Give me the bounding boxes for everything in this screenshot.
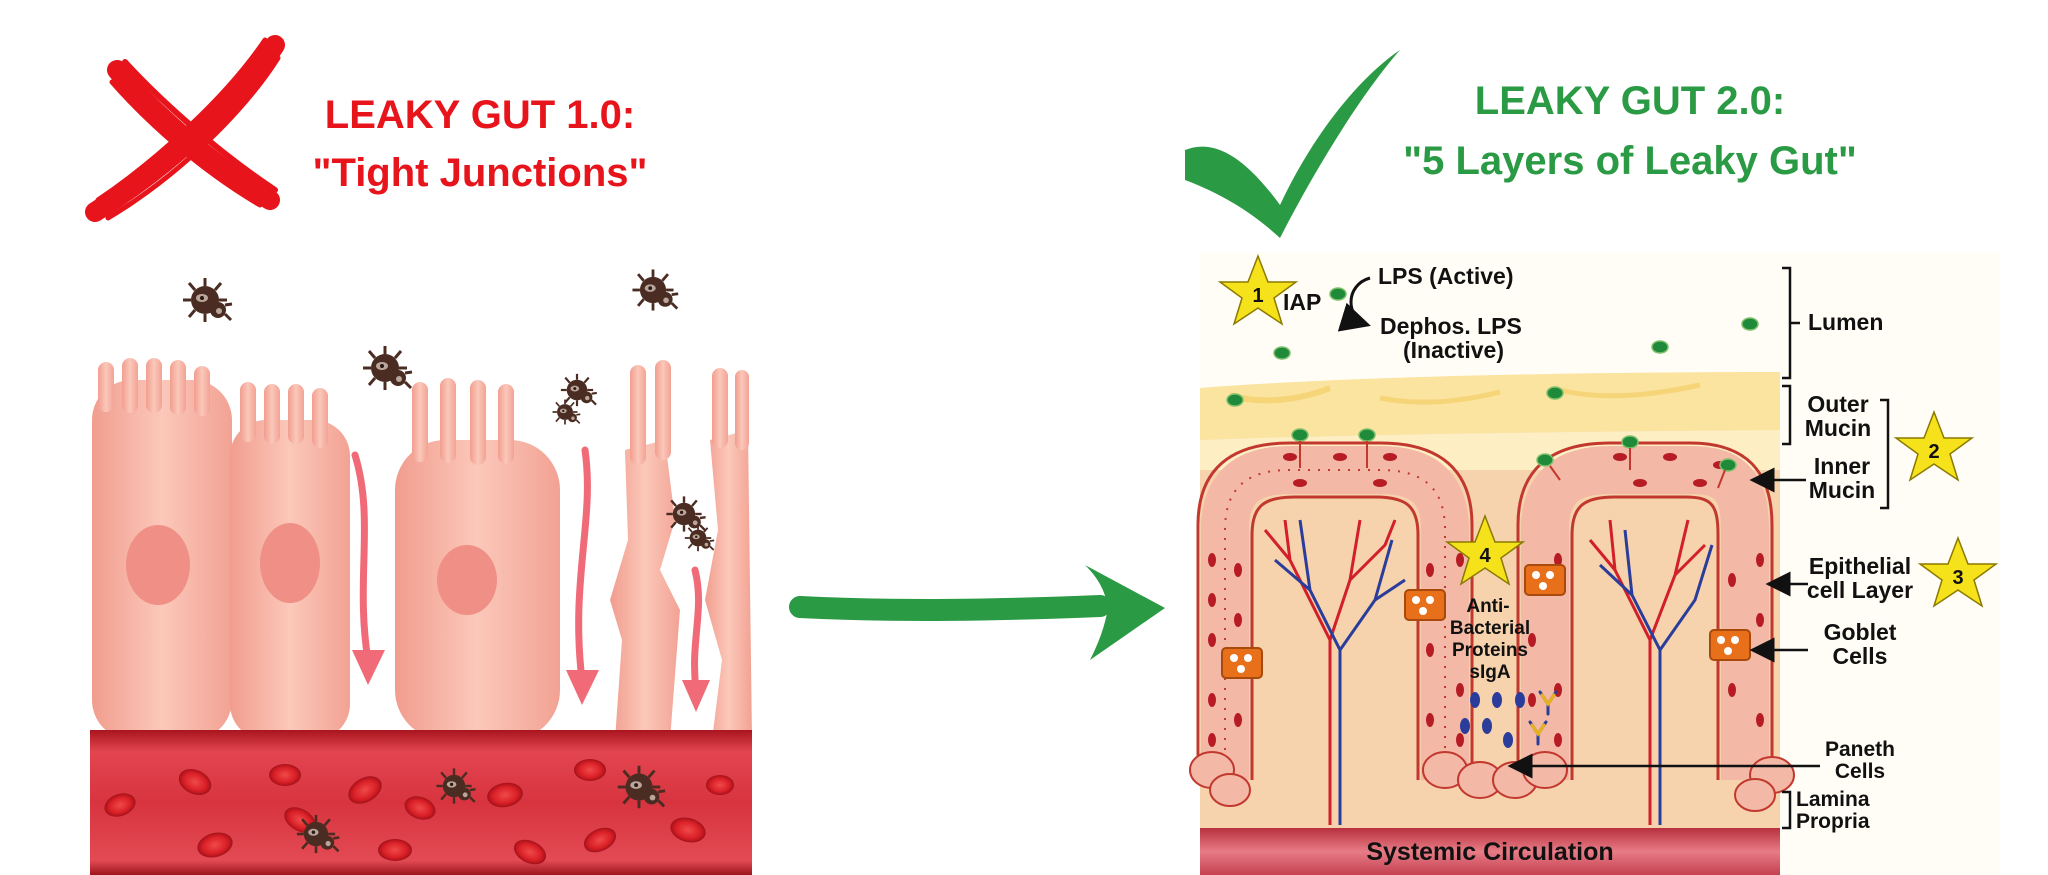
antibac-label-3: Proteins bbox=[1452, 640, 1528, 661]
epithelial-label-1: Epithelial bbox=[1809, 553, 1911, 579]
goblet-label-1: Goblet bbox=[1824, 619, 1897, 645]
antibac-label-2: Bacterial bbox=[1450, 618, 1530, 639]
red-x-icon bbox=[85, 35, 285, 222]
iap-label: IAP bbox=[1283, 289, 1321, 315]
siga-antibodies bbox=[1460, 690, 1558, 748]
dephos-inactive-label: (Inactive) bbox=[1403, 337, 1504, 363]
lamina-label-1: Lamina bbox=[1796, 788, 1870, 811]
goblet-cells bbox=[1221, 564, 1751, 679]
lps-molecules bbox=[1226, 287, 1759, 489]
star-1-icon bbox=[1217, 253, 1299, 326]
star-2-number: 2 bbox=[1928, 441, 1939, 463]
leak-arrows-left bbox=[351, 446, 703, 694]
layer-brackets bbox=[1782, 266, 1890, 830]
lamina-label-2: Propria bbox=[1796, 810, 1870, 833]
paneth-label-2: Cells bbox=[1835, 760, 1885, 783]
outer-mucin-layer bbox=[1200, 372, 1780, 440]
paneth-label-1: Paneth bbox=[1825, 738, 1895, 761]
inner-mucin-label-1: Inner bbox=[1814, 453, 1870, 479]
antibac-label-1: Anti- bbox=[1466, 596, 1509, 617]
star-3-number: 3 bbox=[1952, 567, 1963, 589]
right-title-line1: LEAKY GUT 2.0: bbox=[1475, 79, 1785, 123]
dephos-lps-label: Dephos. LPS bbox=[1380, 313, 1522, 339]
iap-reaction-arrow bbox=[1337, 276, 1371, 332]
cell-3 bbox=[395, 378, 560, 740]
epithelial-label-2: cell Layer bbox=[1807, 577, 1913, 603]
pointer-arrows bbox=[1507, 467, 1820, 779]
left-title-line1: LEAKY GUT 1.0: bbox=[325, 93, 635, 137]
goblet-label-2: Cells bbox=[1833, 643, 1888, 669]
inner-mucin-label-2: Mucin bbox=[1809, 477, 1875, 503]
right-title-line2: "5 Layers of Leaky Gut" bbox=[1403, 139, 1857, 183]
star-4-icon bbox=[1444, 513, 1526, 586]
crypt-base-cells bbox=[1189, 751, 1795, 812]
cell-5-damaged bbox=[705, 368, 752, 740]
left-panel: LEAKY GUT 1.0: "Tight Junctions" bbox=[85, 35, 752, 875]
cell-1 bbox=[92, 358, 232, 740]
cell-4-damaged bbox=[610, 360, 680, 740]
systemic-circulation-bar bbox=[1200, 828, 1780, 875]
star-2-icon bbox=[1893, 409, 1975, 482]
antibac-label-4: sIgA bbox=[1469, 662, 1510, 683]
star-4-number: 4 bbox=[1479, 545, 1491, 567]
green-check-icon bbox=[1185, 50, 1400, 238]
lps-active-label: LPS (Active) bbox=[1378, 263, 1513, 289]
epithelial-nuclei bbox=[1208, 453, 1764, 747]
star-1-number: 1 bbox=[1252, 285, 1263, 307]
outer-mucin-label-1: Outer bbox=[1807, 391, 1868, 417]
systemic-circulation-label: Systemic Circulation bbox=[1366, 838, 1613, 866]
star-3-icon bbox=[1917, 535, 1999, 608]
epithelial-cells-left bbox=[92, 358, 752, 740]
cell-2 bbox=[230, 382, 350, 740]
red-blood-cells bbox=[104, 759, 734, 865]
numbered-stars bbox=[1217, 253, 1999, 608]
leak-arrowheads-left bbox=[352, 650, 710, 712]
villus-vessels bbox=[1263, 519, 1714, 825]
transition-arrow bbox=[789, 565, 1165, 660]
lumen-label: Lumen bbox=[1808, 309, 1883, 335]
outer-mucin-label-2: Mucin bbox=[1805, 415, 1871, 441]
right-panel: LEAKY GUT 2.0: "5 Layers of Leaky Gut" bbox=[1185, 50, 2000, 875]
villus-1 bbox=[1196, 441, 1474, 780]
gut-layers-diagram: Systemic Circulation bbox=[1189, 252, 2000, 875]
left-title-line2: "Tight Junctions" bbox=[313, 151, 648, 195]
